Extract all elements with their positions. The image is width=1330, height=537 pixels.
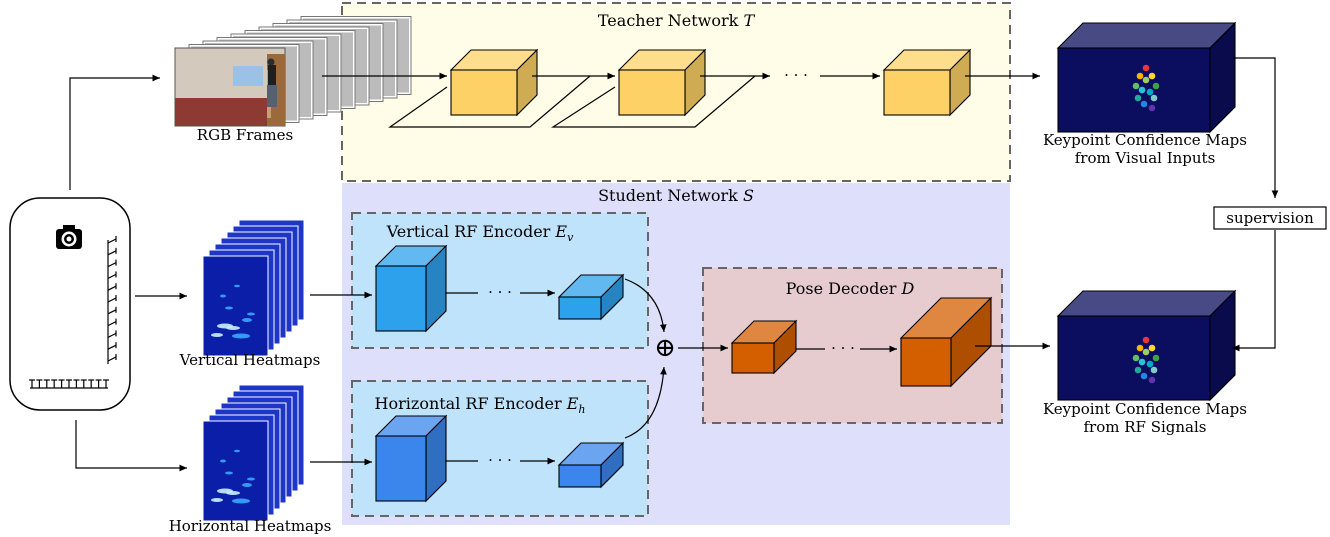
horizontal-encoder-block-2: [557, 441, 625, 489]
pose-decoder-title: Pose Decoder D: [786, 279, 915, 298]
pose-decoder-block-1: [730, 319, 798, 375]
vertical-encoder-block-1: [374, 244, 448, 333]
vertical-heatmaps-label: Vertical Heatmaps: [179, 351, 321, 369]
keypoint-dot: [1142, 336, 1150, 344]
student-network-title: Student Network S: [598, 186, 754, 205]
horizontal-encoder-block-1: [374, 414, 448, 503]
supervision-box: [1213, 206, 1327, 230]
keypoint-dot: [1138, 86, 1146, 94]
kcm-rf-body: [1056, 289, 1237, 402]
keypoint-dot: [1148, 376, 1156, 384]
keypoint-dot: [1146, 88, 1154, 96]
rf-device: [9, 197, 131, 411]
keypoint-dot: [1148, 72, 1156, 80]
keypoint-dot: [1136, 72, 1144, 80]
teacher-skip-2: [550, 75, 756, 128]
horizontal-to-oplus-arrow: [624, 366, 667, 439]
keypoint-dot: [1142, 64, 1150, 72]
kcm-to-supervision-arrow: [1233, 57, 1279, 198]
kcm-visual-label-1: Keypoint Confidence Maps: [1043, 131, 1247, 149]
horizontal-heatmaps-stack: [202, 384, 305, 522]
supervision-label: supervision: [1226, 209, 1314, 227]
pose-decoder-block-2: [899, 296, 993, 388]
rgb-frames-label: RGB Frames: [197, 126, 293, 144]
keypoint-dot: [1134, 366, 1142, 374]
vertical-encoder-dots: · · ·: [488, 283, 512, 301]
kcm-visual-cube: [1056, 21, 1237, 134]
teacher-block-1: [449, 48, 539, 117]
teacher-block-3: [882, 48, 972, 117]
teacher-block-2: [617, 48, 707, 117]
keypoint-dot: [1152, 354, 1160, 362]
kcm-rf-cube: [1056, 289, 1237, 402]
keypoint-dot: [1142, 348, 1150, 356]
kcm-rf-label-2: from RF Signals: [1084, 418, 1207, 436]
horizontal-heatmaps-label: Horizontal Heatmaps: [169, 517, 332, 535]
keypoint-dot: [1132, 354, 1140, 362]
vertical-encoder-title: Vertical RF Encoder Ev: [386, 222, 574, 244]
oplus-symbol: ⊕: [654, 333, 676, 363]
vertical-antenna-array: [107, 236, 117, 364]
camera-icon: [56, 225, 82, 249]
keypoint-dot: [1138, 358, 1146, 366]
keypoint-dot: [1140, 100, 1148, 108]
kcm-visual-label-2: from Visual Inputs: [1075, 149, 1216, 167]
keypoint-dot: [1150, 366, 1158, 374]
keypoint-dot: [1140, 372, 1148, 380]
horizontal-antenna-array: [29, 379, 109, 389]
horizontal-encoder-title: Horizontal RF Encoder Eh: [375, 394, 586, 416]
vertical-encoder-block-2: [557, 273, 625, 321]
teacher-dots: · · ·: [784, 66, 808, 84]
keypoint-dot: [1148, 104, 1156, 112]
keypoint-dot: [1150, 94, 1158, 102]
kcm-rf-label-1: Keypoint Confidence Maps: [1043, 400, 1247, 418]
vertical-to-oplus-arrow: [624, 278, 667, 333]
teacher-skip-1: [388, 72, 615, 128]
keypoint-dot: [1132, 82, 1140, 90]
keypoint-dot: [1146, 360, 1154, 368]
kcm-visual-body: [1056, 21, 1237, 134]
keypoint-dot: [1152, 82, 1160, 90]
vertical-heatmaps-stack: [202, 219, 305, 357]
supervision-to-kcm-rf-arrow: [1232, 230, 1276, 352]
horizontal-encoder-dots: · · ·: [488, 451, 512, 469]
keypoint-dot: [1142, 76, 1150, 84]
keypoint-dot: [1134, 94, 1142, 102]
device-to-rgb-arrow: [69, 74, 160, 190]
keypoint-dot: [1136, 344, 1144, 352]
rgb-frames-stack: [174, 16, 412, 127]
teacher-network-title: Teacher Network T: [598, 11, 756, 30]
decoder-dots: · · ·: [831, 339, 855, 357]
teacher-blocks: [449, 48, 972, 117]
keypoint-dot: [1148, 344, 1156, 352]
device-to-horizontal-arrow: [75, 420, 187, 472]
encoder-blocks: [374, 244, 993, 503]
